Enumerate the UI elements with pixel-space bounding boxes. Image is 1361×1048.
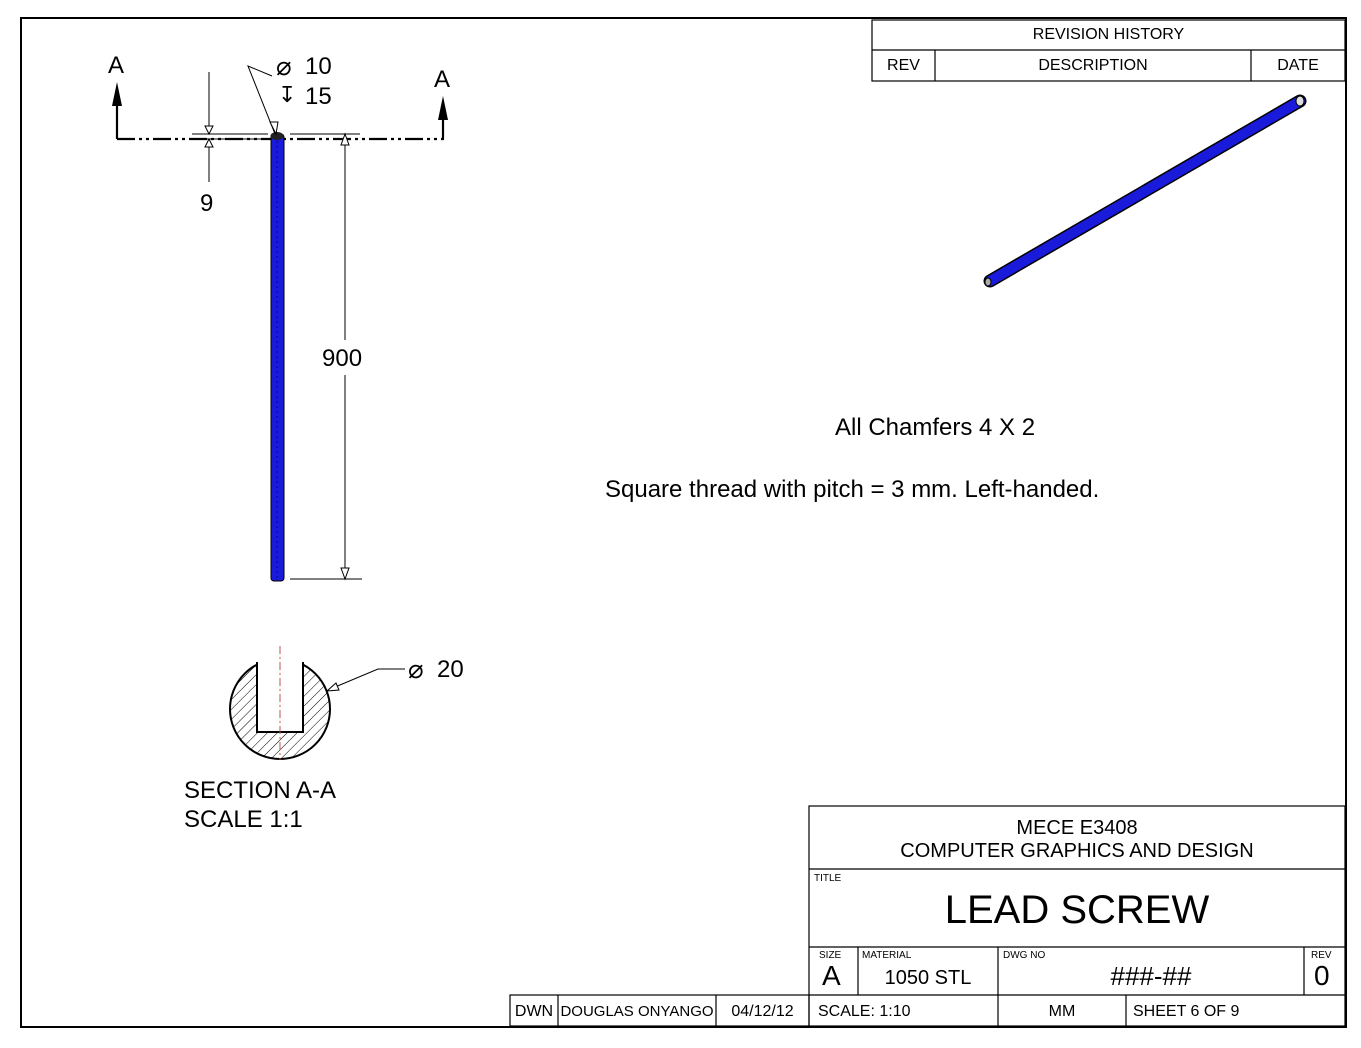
course-name: COMPUTER GRAPHICS AND DESIGN	[900, 840, 1254, 862]
title-caption: TITLE	[814, 873, 842, 884]
section-arrow-left	[112, 82, 122, 106]
hole-diameter-value: 10	[305, 53, 332, 80]
hole-callout-leader	[247, 65, 276, 135]
size-value: A	[822, 960, 841, 991]
revision-col-description: DESCRIPTION	[1038, 57, 1148, 74]
revision-col-rev: REV	[887, 57, 920, 74]
revision-col-date: DATE	[1277, 57, 1319, 74]
lead-screw-isometric	[983, 94, 1307, 288]
units-value: MM	[1048, 1003, 1076, 1020]
dim-900-arrow-bottom	[340, 567, 350, 581]
note-thread: Square thread with pitch = 3 mm. Left-ha…	[605, 476, 1100, 503]
dim-9-arrow-bottom	[204, 137, 214, 148]
material-caption: MATERIAL	[862, 950, 912, 961]
section-arrow-right	[438, 96, 448, 120]
screw-top-end	[270, 132, 284, 140]
size-caption: SIZE	[819, 950, 842, 961]
section-scale-label: SCALE 1:1	[184, 806, 303, 833]
dimension-9-value: 9	[200, 190, 214, 217]
section-diameter-value: 20	[437, 656, 464, 683]
diameter-symbol-icon: ⌀	[276, 51, 292, 81]
dwn-caption: DWN	[514, 1003, 554, 1020]
section-letter-left: A	[108, 52, 125, 79]
section-letter-right: A	[434, 66, 451, 93]
revision-table-lines	[871, 19, 1346, 82]
dwg-no-value: ###-##	[1110, 961, 1192, 991]
note-chamfers: All Chamfers 4 X 2	[835, 414, 1036, 441]
material-value: 1050 STL	[884, 967, 972, 989]
hole-depth-value: 15	[305, 83, 332, 110]
drawn-by: DOUGLAS ONYANGO	[560, 1003, 714, 1020]
revision-history-title: REVISION HISTORY	[1032, 26, 1185, 43]
section-leader-arrow	[325, 682, 340, 692]
dim-900-arrow-top	[340, 132, 350, 146]
hole-leader-arrow	[269, 121, 279, 136]
drawn-date: 04/12/12	[731, 1003, 794, 1020]
rev-value: 0	[1314, 960, 1330, 991]
sheet-number: SHEET 6 OF 9	[1133, 1003, 1240, 1020]
drawing-title: LEAD SCREW	[944, 888, 1210, 932]
section-diameter-leader	[327, 668, 405, 691]
section-label: SECTION A-A	[184, 777, 337, 804]
dwg-no-caption: DWG NO	[1003, 950, 1046, 961]
rev-caption: REV	[1311, 950, 1332, 961]
dim-9-arrow-top	[204, 125, 214, 136]
title-block-lines	[509, 805, 1346, 1027]
course-code: MECE E3408	[1016, 817, 1138, 839]
depth-symbol-icon: ↧	[278, 82, 297, 107]
scale-value: SCALE: 1:10	[818, 1003, 911, 1020]
section-diameter-symbol-icon: ⌀	[408, 654, 424, 684]
dimension-900-lines	[290, 133, 362, 580]
cutting-plane-line	[115, 104, 445, 141]
section-a-a-view	[229, 646, 331, 760]
dimension-900-value: 900	[322, 345, 363, 372]
sheet-border	[20, 17, 1347, 1028]
